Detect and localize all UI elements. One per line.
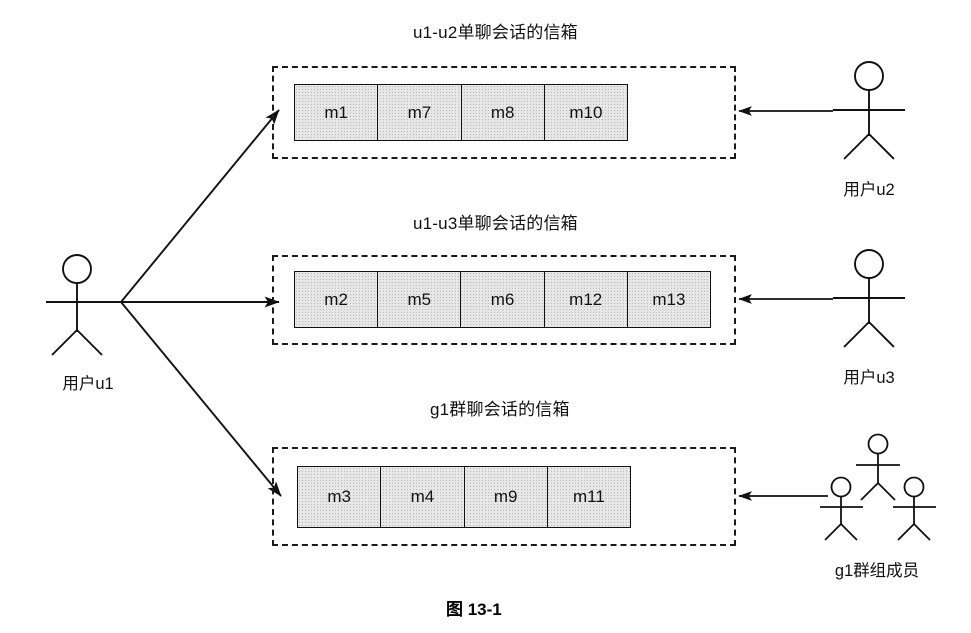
mailbox-g1-cells: m3 m4 m9 m11 xyxy=(297,466,631,528)
mailbox-u1-u3-boundary xyxy=(272,255,736,345)
mailbox-u1-u3-title: u1-u3单聊会话的信箱 xyxy=(413,214,578,233)
actor-u2-label: 用户u2 xyxy=(843,181,895,199)
actor-u3-figure xyxy=(833,249,905,348)
actor-u2 xyxy=(825,58,913,166)
message-cell: m9 xyxy=(465,467,548,527)
group-member-right xyxy=(893,476,936,541)
mailbox-u1-u3-cells: m2 m5 m6 m12 m13 xyxy=(294,271,711,328)
actor-u1-figure xyxy=(46,254,120,356)
message-cell: m5 xyxy=(378,272,462,327)
group-member-left xyxy=(820,476,863,541)
message-cell: m6 xyxy=(461,272,545,327)
arrow-u1-to-mailbox-u1-u2 xyxy=(120,109,280,303)
actor-u1 xyxy=(44,250,132,360)
message-cell: m10 xyxy=(569,102,603,122)
message-cell: m13 xyxy=(652,289,686,309)
mailbox-u1-u2-cells: m1 m7 m8 m10 xyxy=(294,84,628,141)
actor-group-g1-figures xyxy=(820,433,936,541)
mailbox-g1-title: g1群聊会话的信箱 xyxy=(430,400,570,419)
mailbox-u1-u2-boundary xyxy=(272,66,736,159)
figure-caption: 图 13-1 xyxy=(446,600,502,619)
message-cell: m1 xyxy=(295,85,379,140)
actor-group-g1-label: g1群组成员 xyxy=(834,562,920,580)
actor-u1-label: 用户u1 xyxy=(62,375,114,393)
actor-u3-label: 用户u3 xyxy=(843,369,895,387)
message-cell: m11 xyxy=(572,487,605,506)
actor-u2-figure xyxy=(833,61,905,160)
message-cell: m4 xyxy=(381,467,465,527)
actor-group-g1 xyxy=(812,432,942,544)
message-cell: m12 xyxy=(545,272,628,327)
group-member-top xyxy=(856,433,900,501)
mailbox-g1-boundary xyxy=(272,447,736,546)
arrow-u1-to-mailbox-g1 xyxy=(120,301,282,497)
message-cell: m7 xyxy=(378,85,462,140)
actor-u3 xyxy=(825,246,913,354)
message-cell: m8 xyxy=(462,85,545,140)
message-cell: m3 xyxy=(298,467,382,527)
message-cell: m2 xyxy=(295,272,379,327)
mailbox-u1-u2-title: u1-u2单聊会话的信箱 xyxy=(413,23,578,42)
